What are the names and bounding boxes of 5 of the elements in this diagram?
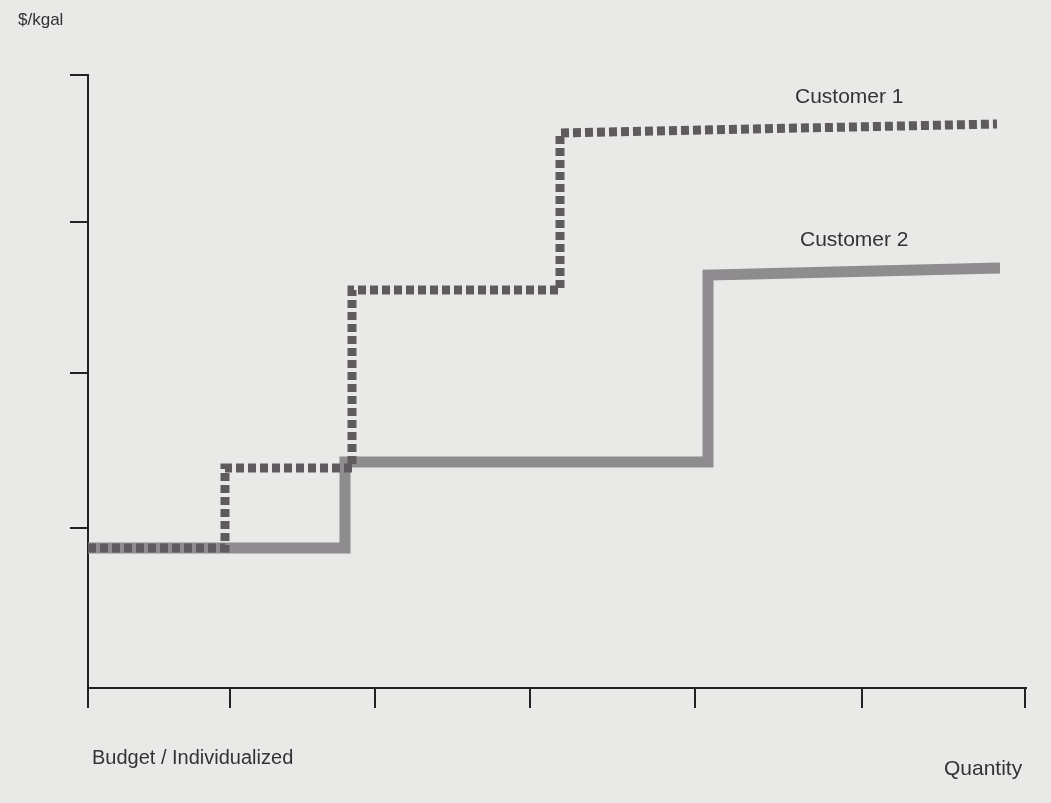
line-label: Customer 2: [800, 227, 909, 251]
axis-label: $/kgal: [18, 10, 64, 30]
line-label: Customer 1: [795, 84, 904, 108]
axis-label: Quantity: [944, 756, 1023, 780]
axis-label: Budget / Individualized: [92, 746, 294, 769]
